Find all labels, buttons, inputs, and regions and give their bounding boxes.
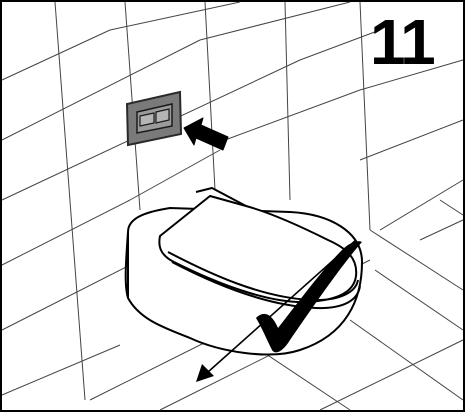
checkmark-icon <box>256 241 362 353</box>
diagonal-arrow-icon <box>196 239 357 382</box>
arrow-pointing-at-flush-plate-icon <box>183 117 229 151</box>
step-number: 11 <box>370 6 436 78</box>
flush-plate <box>125 90 183 147</box>
